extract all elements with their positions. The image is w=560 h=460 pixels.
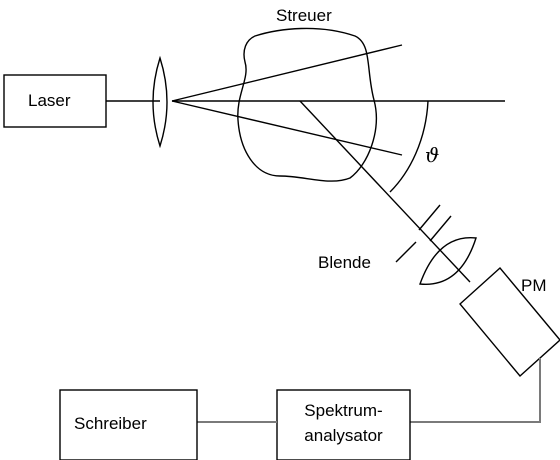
analyzer-label-line1: Spektrum- [304, 401, 383, 420]
analyzer-box [276, 389, 411, 460]
ray-lower [171, 100, 403, 156]
signal-cable-pm [410, 358, 541, 423]
aperture-blade-1 [418, 204, 441, 231]
photomultiplier-box [459, 266, 560, 378]
aperture-blade-2 [429, 215, 452, 242]
focusing-lens [152, 55, 168, 149]
laser-label: Laser [28, 91, 71, 110]
collection-lens [419, 237, 477, 285]
scatterer-blob [237, 27, 378, 182]
angle-label: ϑ [425, 143, 440, 167]
photomultiplier-label: PM [521, 276, 547, 295]
ray-upper [171, 44, 403, 102]
aperture-label: Blende [318, 253, 371, 272]
recorder-box [59, 389, 198, 460]
aperture-pointer [395, 241, 417, 263]
scattered-beam [299, 100, 471, 283]
laser-box [3, 74, 107, 128]
angle-arc [389, 100, 429, 193]
analyzer-label-line2: analysator [304, 426, 383, 445]
recorder-label: Schreiber [74, 414, 147, 433]
scatterer-label: Streuer [276, 6, 332, 25]
